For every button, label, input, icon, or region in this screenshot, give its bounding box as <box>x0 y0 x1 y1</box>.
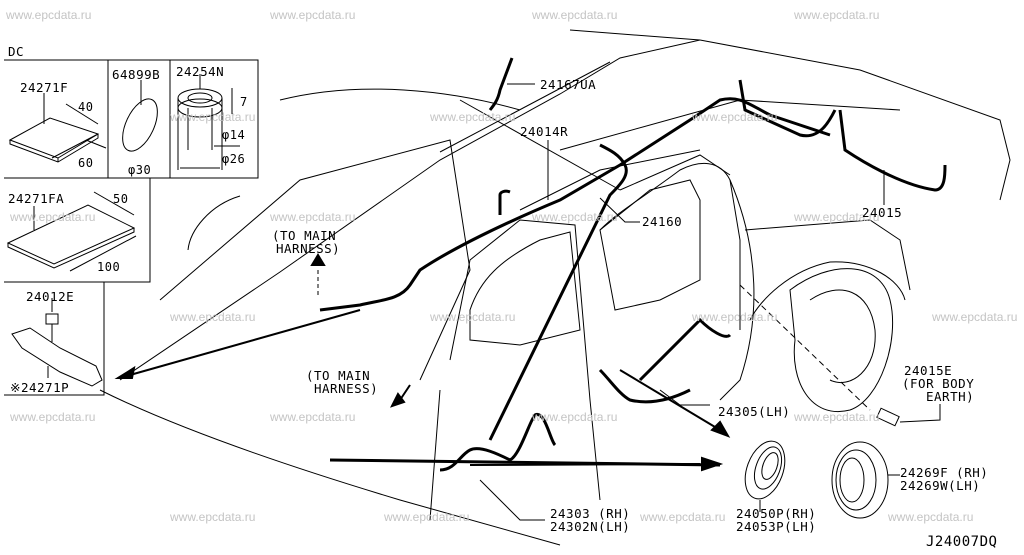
dimension-label: 100 <box>97 260 121 274</box>
watermark: www.epcdata.ru <box>430 310 516 324</box>
bracket-24271P-drawing <box>11 298 103 387</box>
grommet-24269F-drawing <box>831 441 900 519</box>
watermark: www.epcdata.ru <box>794 410 880 424</box>
diagram-code: J24007DQ <box>926 534 998 550</box>
part-label-24305[interactable]: 24305(LH) <box>718 404 791 419</box>
part-note: EARTH) <box>926 389 975 404</box>
to-main-harness-note: HARNESS) <box>276 241 341 256</box>
part-label-24015E[interactable]: 24015E <box>904 363 953 378</box>
watermark: www.epcdata.ru <box>10 210 96 224</box>
part-label-24303[interactable]: 24303 (RH) <box>550 506 631 521</box>
watermark: www.epcdata.ru <box>692 310 778 324</box>
grommet-24254N-drawing <box>177 74 240 170</box>
arrows <box>114 253 731 472</box>
watermark: www.epcdata.ru <box>888 510 974 524</box>
watermark: www.epcdata.ru <box>932 310 1018 324</box>
watermark: www.epcdata.ru <box>170 110 256 124</box>
part-label-24269F[interactable]: 24269F (RH) <box>900 465 989 480</box>
part-label-24271FA[interactable]: 24271FA <box>8 191 65 206</box>
dimension-label: φ14 <box>222 128 246 142</box>
dimension-label: 7 <box>240 95 248 109</box>
leader-lines <box>479 83 885 521</box>
pad-24271F-drawing <box>8 93 107 163</box>
inset-section-label: DC <box>8 44 25 59</box>
watermark: www.epcdata.ru <box>6 8 92 22</box>
ring-64899B-drawing <box>122 98 158 152</box>
watermark: www.epcdata.ru <box>692 110 778 124</box>
part-label-24271F[interactable]: 24271F <box>20 80 69 95</box>
part-label-24014R[interactable]: 24014R <box>520 124 569 139</box>
watermark: www.epcdata.ru <box>170 310 256 324</box>
dimension-label: 50 <box>113 192 129 206</box>
watermark: www.epcdata.ru <box>270 210 356 224</box>
watermark: www.epcdata.ru <box>10 410 96 424</box>
dimension-label: φ30 <box>128 163 152 177</box>
watermark: www.epcdata.ru <box>270 410 356 424</box>
watermark: www.epcdata.ru <box>532 8 618 22</box>
watermark: www.epcdata.ru <box>532 210 618 224</box>
dimension-label: φ26 <box>222 152 246 166</box>
harness-lines <box>319 57 947 472</box>
watermark: www.epcdata.ru <box>430 110 516 124</box>
part-label-24271P[interactable]: ※24271P <box>10 380 70 395</box>
watermark: www.epcdata.ru <box>532 410 618 424</box>
part-label-24269W[interactable]: 24269W(LH) <box>900 478 981 493</box>
watermark: www.epcdata.ru <box>384 510 470 524</box>
grommet-24050P-drawing <box>744 440 786 512</box>
part-label-24167UA[interactable]: 24167UA <box>540 77 597 92</box>
inset-frame <box>4 59 259 396</box>
part-label-24053P[interactable]: 24053P(LH) <box>736 519 817 534</box>
pad-24271FA-drawing <box>6 191 137 272</box>
part-label-24015[interactable]: 24015 <box>862 205 903 220</box>
part-label-24254N[interactable]: 24254N <box>176 64 225 79</box>
part-label-24050P[interactable]: 24050P(RH) <box>736 506 817 521</box>
to-main-harness-note: HARNESS) <box>314 381 379 396</box>
watermark: www.epcdata.ru <box>270 8 356 22</box>
part-label-24012E[interactable]: 24012E <box>26 289 75 304</box>
to-main-harness-note: (TO MAIN <box>306 368 371 383</box>
part-label-24160[interactable]: 24160 <box>642 214 683 229</box>
watermark: www.epcdata.ru <box>170 510 256 524</box>
watermark: www.epcdata.ru <box>794 210 880 224</box>
to-main-harness-note: (TO MAIN <box>272 228 337 243</box>
part-label-24302N[interactable]: 24302N(LH) <box>550 519 631 534</box>
watermark: www.epcdata.ru <box>794 8 880 22</box>
part-note: (FOR BODY <box>902 376 975 391</box>
watermark: www.epcdata.ru <box>640 510 726 524</box>
part-label-64899B[interactable]: 64899B <box>112 67 161 82</box>
vehicle-outline <box>99 29 1011 546</box>
dimension-label: 40 <box>78 100 94 114</box>
bolt-24015E-drawing <box>876 404 941 427</box>
dimension-label: 60 <box>78 156 94 170</box>
